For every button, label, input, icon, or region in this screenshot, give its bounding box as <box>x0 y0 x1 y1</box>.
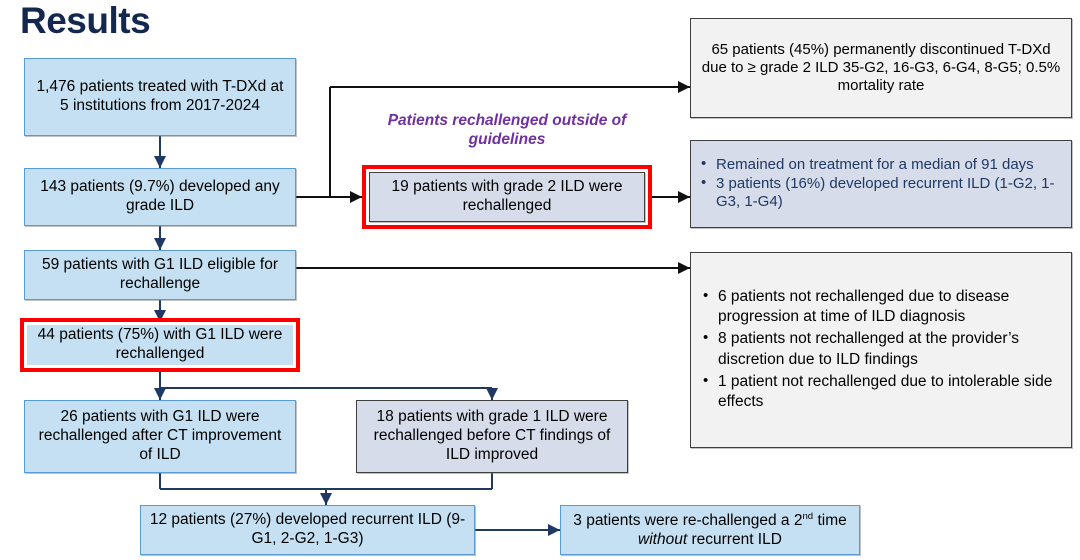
node-g2-rechallenged: 19 patients with grade 2 ILD were rechal… <box>369 172 645 222</box>
node-rechallenged-before-ct-text: 18 patients with grade 1 ILD were rechal… <box>373 408 611 463</box>
node-eligible-rechallenge-text: 59 patients with G1 ILD eligible for rec… <box>41 256 279 292</box>
node-second-rechallenge: 3 patients were re-challenged a 2nd time… <box>560 505 860 555</box>
node-rechallenged-44-text: 44 patients (75%) with G1 ILD were recha… <box>37 326 283 362</box>
node-any-grade-ild: 143 patients (9.7%) developed any grade … <box>24 168 296 226</box>
node-any-grade-ild-text: 143 patients (9.7%) developed any grade … <box>40 178 280 214</box>
node-discontinued: 65 patients (45%) permanently discontinu… <box>690 18 1072 118</box>
list-item: Remained on treatment for a median of 91… <box>699 155 1063 174</box>
node-not-rechallenged-reasons: 6 patients not rechallenged due to disea… <box>690 252 1072 448</box>
node-discontinued-text: 65 patients (45%) permanently discontinu… <box>701 40 1061 95</box>
node-recurrent-ild-text: 12 patients (27%) developed recurrent IL… <box>149 511 466 547</box>
node-rechallenged-44: 44 patients (75%) with G1 ILD were recha… <box>27 325 293 365</box>
list-item: 1 patient not rechallenged due to intole… <box>701 371 1061 412</box>
node-g2-rechallenged-highlight: 19 patients with grade 2 ILD were rechal… <box>362 165 652 229</box>
node-recurrent-ild: 12 patients (27%) developed recurrent IL… <box>140 505 475 555</box>
second-rechallenge-post: recurrent ILD <box>687 530 782 548</box>
second-rechallenge-mid: time <box>813 511 847 529</box>
node-cohort: 1,476 patients treated with T-DXd at 5 i… <box>24 58 296 136</box>
g2-outcomes-list: Remained on treatment for a median of 91… <box>699 155 1063 212</box>
list-item: 8 patients not rechallenged at the provi… <box>701 328 1061 369</box>
second-rechallenge-pre: 3 patients were re-challenged a 2 <box>573 511 803 529</box>
not-rechallenged-list: 6 patients not rechallenged due to disea… <box>701 286 1061 412</box>
node-second-rechallenge-text: 3 patients were re-challenged a 2nd time… <box>561 511 859 550</box>
node-rechallenged-after-ct: 26 patients with G1 ILD were rechallenge… <box>24 400 296 473</box>
second-rechallenge-emphasis: without <box>638 530 688 548</box>
node-rechallenged-before-ct: 18 patients with grade 1 ILD were rechal… <box>356 400 628 473</box>
node-rechallenged-after-ct-text: 26 patients with G1 ILD were rechallenge… <box>38 408 282 463</box>
second-rechallenge-ordinal: nd <box>802 510 814 522</box>
label-rechallenged-outside-guidelines: Patients rechallenged outside of guideli… <box>362 112 652 150</box>
node-g2-rechallenged-text: 19 patients with grade 2 ILD were rechal… <box>391 178 623 214</box>
page-title: Results <box>20 0 151 41</box>
list-item: 3 patients (16%) developed recurrent ILD… <box>699 174 1063 212</box>
node-rechallenged-44-highlight: 44 patients (75%) with G1 ILD were recha… <box>20 318 300 372</box>
node-g2-outcomes: Remained on treatment for a median of 91… <box>690 140 1072 228</box>
node-eligible-rechallenge: 59 patients with G1 ILD eligible for rec… <box>24 250 296 300</box>
list-item: 6 patients not rechallenged due to disea… <box>701 286 1061 327</box>
node-cohort-text: 1,476 patients treated with T-DXd at 5 i… <box>36 78 284 114</box>
label-rechallenged-outside-guidelines-text: Patients rechallenged outside of guideli… <box>387 112 627 148</box>
